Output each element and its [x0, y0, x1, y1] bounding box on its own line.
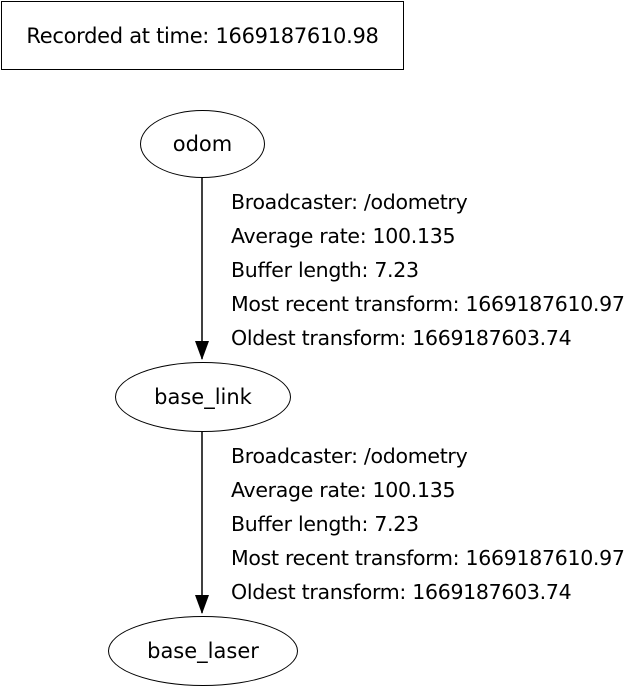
recorded-time-box: Recorded at time: 1669187610.98	[1, 1, 404, 70]
edge-oldest-transform: Oldest transform: 1669187603.74	[231, 580, 572, 604]
edge-buffer-length: Buffer length: 7.23	[231, 258, 419, 282]
edge-most-recent-transform: Most recent transform: 1669187610.97	[231, 292, 625, 316]
edge-oldest-transform: Oldest transform: 1669187603.74	[231, 326, 572, 350]
tf-tree-edges	[195, 178, 209, 614]
node-base-laser-label: base_laser	[147, 639, 259, 663]
node-base-link-label: base_link	[154, 385, 252, 409]
arrowhead-odom-to-base-link	[195, 341, 209, 360]
node-odom-label: odom	[172, 132, 233, 156]
node-odom[interactable]: odom	[140, 110, 265, 178]
edge-most-recent-transform: Most recent transform: 1669187610.97	[231, 546, 625, 570]
edge-buffer-length: Buffer length: 7.23	[231, 512, 419, 536]
recorded-time-label: Recorded at time: 1669187610.98	[26, 23, 379, 48]
edge-average-rate: Average rate: 100.135	[231, 224, 456, 248]
edge-info-base-link-to-base-laser: Broadcaster: /odometry Average rate: 100…	[231, 439, 625, 609]
node-base-laser[interactable]: base_laser	[108, 616, 298, 686]
node-base-link[interactable]: base_link	[115, 362, 291, 432]
edge-broadcaster: Broadcaster: /odometry	[231, 444, 468, 468]
arrowhead-base-link-to-base-laser	[195, 595, 209, 614]
edge-info-odom-to-base-link: Broadcaster: /odometry Average rate: 100…	[231, 185, 625, 355]
edge-broadcaster: Broadcaster: /odometry	[231, 190, 468, 214]
edge-average-rate: Average rate: 100.135	[231, 478, 456, 502]
